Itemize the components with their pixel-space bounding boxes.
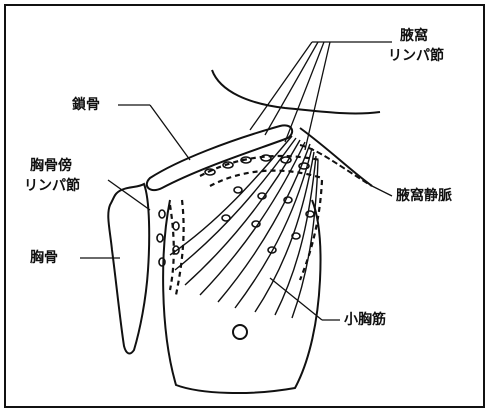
lymphatic-vessels [170, 156, 322, 295]
pectoralis-minor-label: 小胸筋 [344, 312, 386, 328]
shoulder-contour [212, 70, 380, 113]
axillary-vein-label: 腋窩静脈 [396, 188, 452, 204]
leader-lines [80, 42, 392, 320]
axillary-lymph-nodes-label-line1: 腋窩 [400, 28, 428, 44]
sternum-label: 胸骨 [30, 250, 58, 266]
parasternal-lymph-nodes-label-line1: 胸骨傍 [30, 158, 72, 174]
parasternal-lymph-nodes-label-line2: リンパ節 [24, 178, 80, 194]
clavicle-label: 鎖骨 [72, 97, 100, 113]
axillary-lymph-nodes-label-line2: リンパ節 [388, 48, 444, 64]
sternum-bone [108, 184, 149, 353]
nipple [233, 325, 247, 339]
axilla-contour [300, 128, 372, 186]
breast-outline [163, 200, 320, 393]
